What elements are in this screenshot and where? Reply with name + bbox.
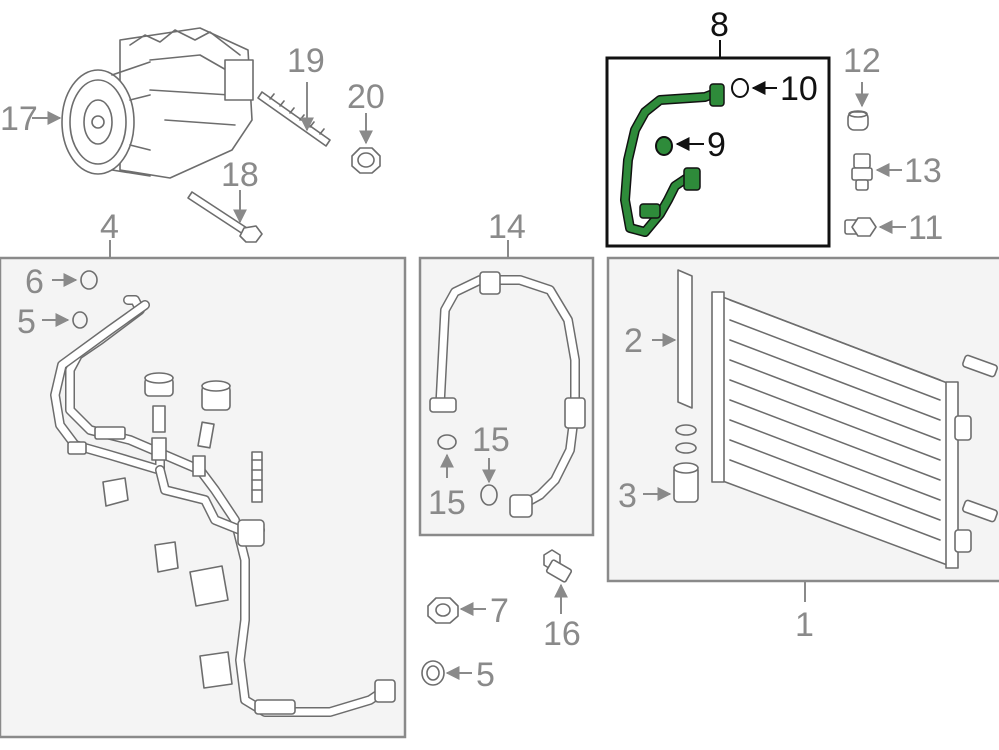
callout-9: 9 (707, 126, 726, 164)
nut-part-7[interactable] (427, 597, 459, 624)
callout-19: 19 (287, 42, 325, 80)
callout-12: 12 (843, 42, 881, 80)
o-ring-part-6[interactable] (80, 270, 98, 290)
callout-7: 7 (490, 592, 509, 630)
stud-part-19[interactable] (257, 91, 331, 147)
callout-11: 11 (908, 209, 943, 247)
callout-3: 3 (618, 477, 637, 515)
switch-part-13[interactable] (851, 153, 873, 191)
callout-4: 4 (100, 208, 119, 246)
nut-part-20[interactable] (351, 147, 381, 174)
hose-part-14[interactable] (429, 271, 586, 518)
desiccant-part-3[interactable] (673, 424, 699, 503)
callout-5-b: 5 (476, 656, 495, 694)
baffle-part-2[interactable] (677, 269, 693, 409)
callout-20: 20 (347, 78, 385, 116)
callout-14: 14 (488, 208, 526, 246)
o-ring-part-15b[interactable] (480, 484, 498, 506)
callout-5-a: 5 (17, 303, 36, 341)
hose-assembly-part-4[interactable] (50, 295, 396, 717)
grommet-parts-group-4[interactable] (102, 372, 263, 689)
callout-15-b: 15 (472, 421, 510, 459)
callout-10: 10 (780, 70, 818, 108)
o-ring-part-5b[interactable] (421, 660, 445, 686)
callout-18: 18 (221, 156, 259, 194)
callout-16: 16 (543, 615, 581, 653)
o-ring-part-5a[interactable] (72, 311, 88, 329)
o-ring-part-15a[interactable] (437, 434, 457, 450)
condenser-part-1[interactable] (711, 291, 998, 569)
bolt-part-16[interactable] (543, 549, 573, 583)
compressor-part-17[interactable] (61, 27, 254, 179)
cap-part-12[interactable] (847, 110, 869, 131)
callout-1: 1 (795, 606, 814, 644)
callout-2: 2 (624, 322, 643, 360)
hose-part-8-highlighted[interactable] (620, 83, 725, 237)
o-ring-part-10[interactable] (731, 78, 749, 98)
callout-17: 17 (0, 100, 38, 138)
bolt-part-11[interactable] (844, 217, 877, 237)
o-ring-part-9[interactable] (655, 136, 673, 156)
callout-13: 13 (904, 152, 942, 190)
callout-15-a: 15 (428, 484, 466, 522)
callout-6: 6 (25, 263, 44, 301)
callout-8: 8 (710, 6, 729, 44)
bolt-part-18[interactable] (187, 191, 263, 243)
